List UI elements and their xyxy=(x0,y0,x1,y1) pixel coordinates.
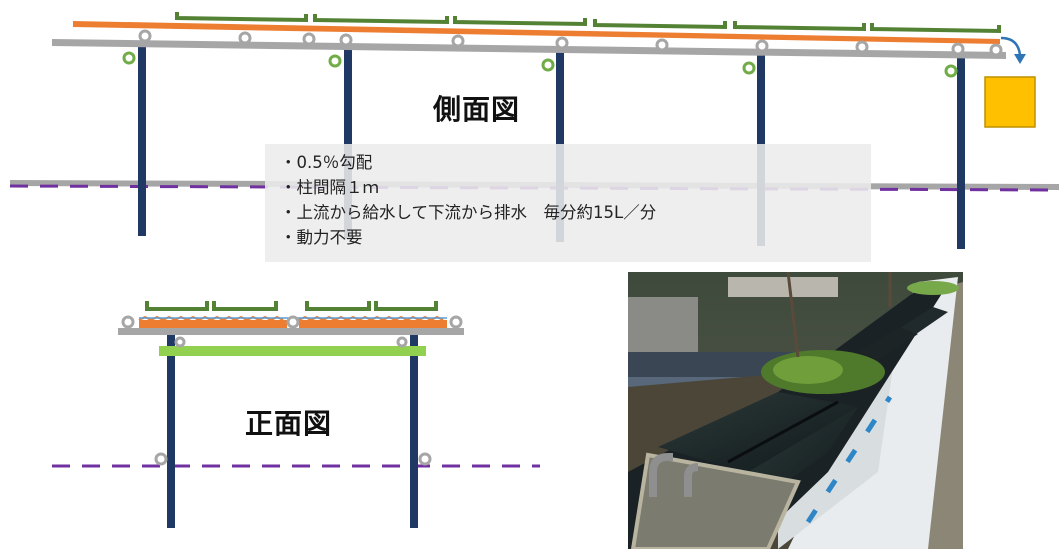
side-tray xyxy=(313,14,449,25)
clamp-icon xyxy=(328,54,342,68)
side-tray xyxy=(453,16,587,27)
pulley-icon xyxy=(138,29,152,43)
side-post xyxy=(138,44,146,236)
front-gray-rail xyxy=(118,328,464,335)
side-gray-rail xyxy=(52,39,1006,59)
clamp-icon xyxy=(122,51,136,65)
side-post xyxy=(957,57,965,249)
front-crossbeam xyxy=(159,346,426,356)
spec-box xyxy=(265,144,871,262)
side-orange-trough xyxy=(73,21,1000,44)
front-view-title: 正面図 xyxy=(245,407,333,440)
pulley-icon xyxy=(286,315,300,329)
drain-tank xyxy=(984,76,1036,128)
pulley-icon xyxy=(238,31,252,45)
pulley-icon xyxy=(655,38,669,52)
front-tray xyxy=(374,301,438,311)
side-tray xyxy=(870,23,1001,34)
drain-arrow-icon xyxy=(1000,36,1022,56)
front-trays xyxy=(145,301,438,311)
spec-list: ・0.5％勾配 ・柱間隔１ｍ ・上流から給水して下流から排水 毎分約15L／分 … xyxy=(280,150,656,250)
clamp-icon xyxy=(944,64,958,78)
pulley-icon xyxy=(418,452,432,466)
side-view-title: 側面図 xyxy=(433,93,521,126)
pulley-icon xyxy=(339,33,353,47)
pulley-icon xyxy=(989,43,1003,57)
side-pulleys xyxy=(138,29,1003,57)
front-tray xyxy=(212,301,278,311)
front-pulleys xyxy=(121,315,463,466)
greenhouse-hydroponic-bed-photo-icon xyxy=(628,272,963,549)
front-post xyxy=(167,335,175,528)
front-tray xyxy=(145,301,209,311)
pulley-icon xyxy=(855,40,869,54)
greenhouse-photo xyxy=(628,272,963,549)
spec-item: ・柱間隔１ｍ xyxy=(280,178,379,197)
spec-item: ・上流から給水して下流から排水 毎分約15L／分 xyxy=(280,203,657,222)
pulley-icon xyxy=(174,336,186,348)
spec-item: ・動力不要 xyxy=(280,228,363,247)
pulley-icon xyxy=(951,42,965,56)
front-tray xyxy=(305,301,371,311)
side-trays xyxy=(175,12,1001,34)
pulley-icon xyxy=(302,32,316,46)
side-tray xyxy=(593,19,727,30)
pulley-icon xyxy=(154,452,168,466)
pulley-icon xyxy=(121,315,135,329)
clamp-icon xyxy=(541,58,555,72)
drain-arrow-head-icon xyxy=(1014,54,1026,64)
side-tray xyxy=(733,21,866,32)
pulley-icon xyxy=(755,39,769,53)
side-tray xyxy=(175,12,308,23)
side-post xyxy=(344,47,352,239)
clamp-icon xyxy=(742,61,756,75)
pulley-icon xyxy=(449,315,463,329)
side-clamps xyxy=(122,51,958,78)
front-post xyxy=(410,335,418,528)
pulley-icon xyxy=(396,336,408,348)
pulley-icon xyxy=(451,34,465,48)
spec-item: ・0.5％勾配 xyxy=(280,153,373,172)
pulley-icon xyxy=(555,36,569,50)
